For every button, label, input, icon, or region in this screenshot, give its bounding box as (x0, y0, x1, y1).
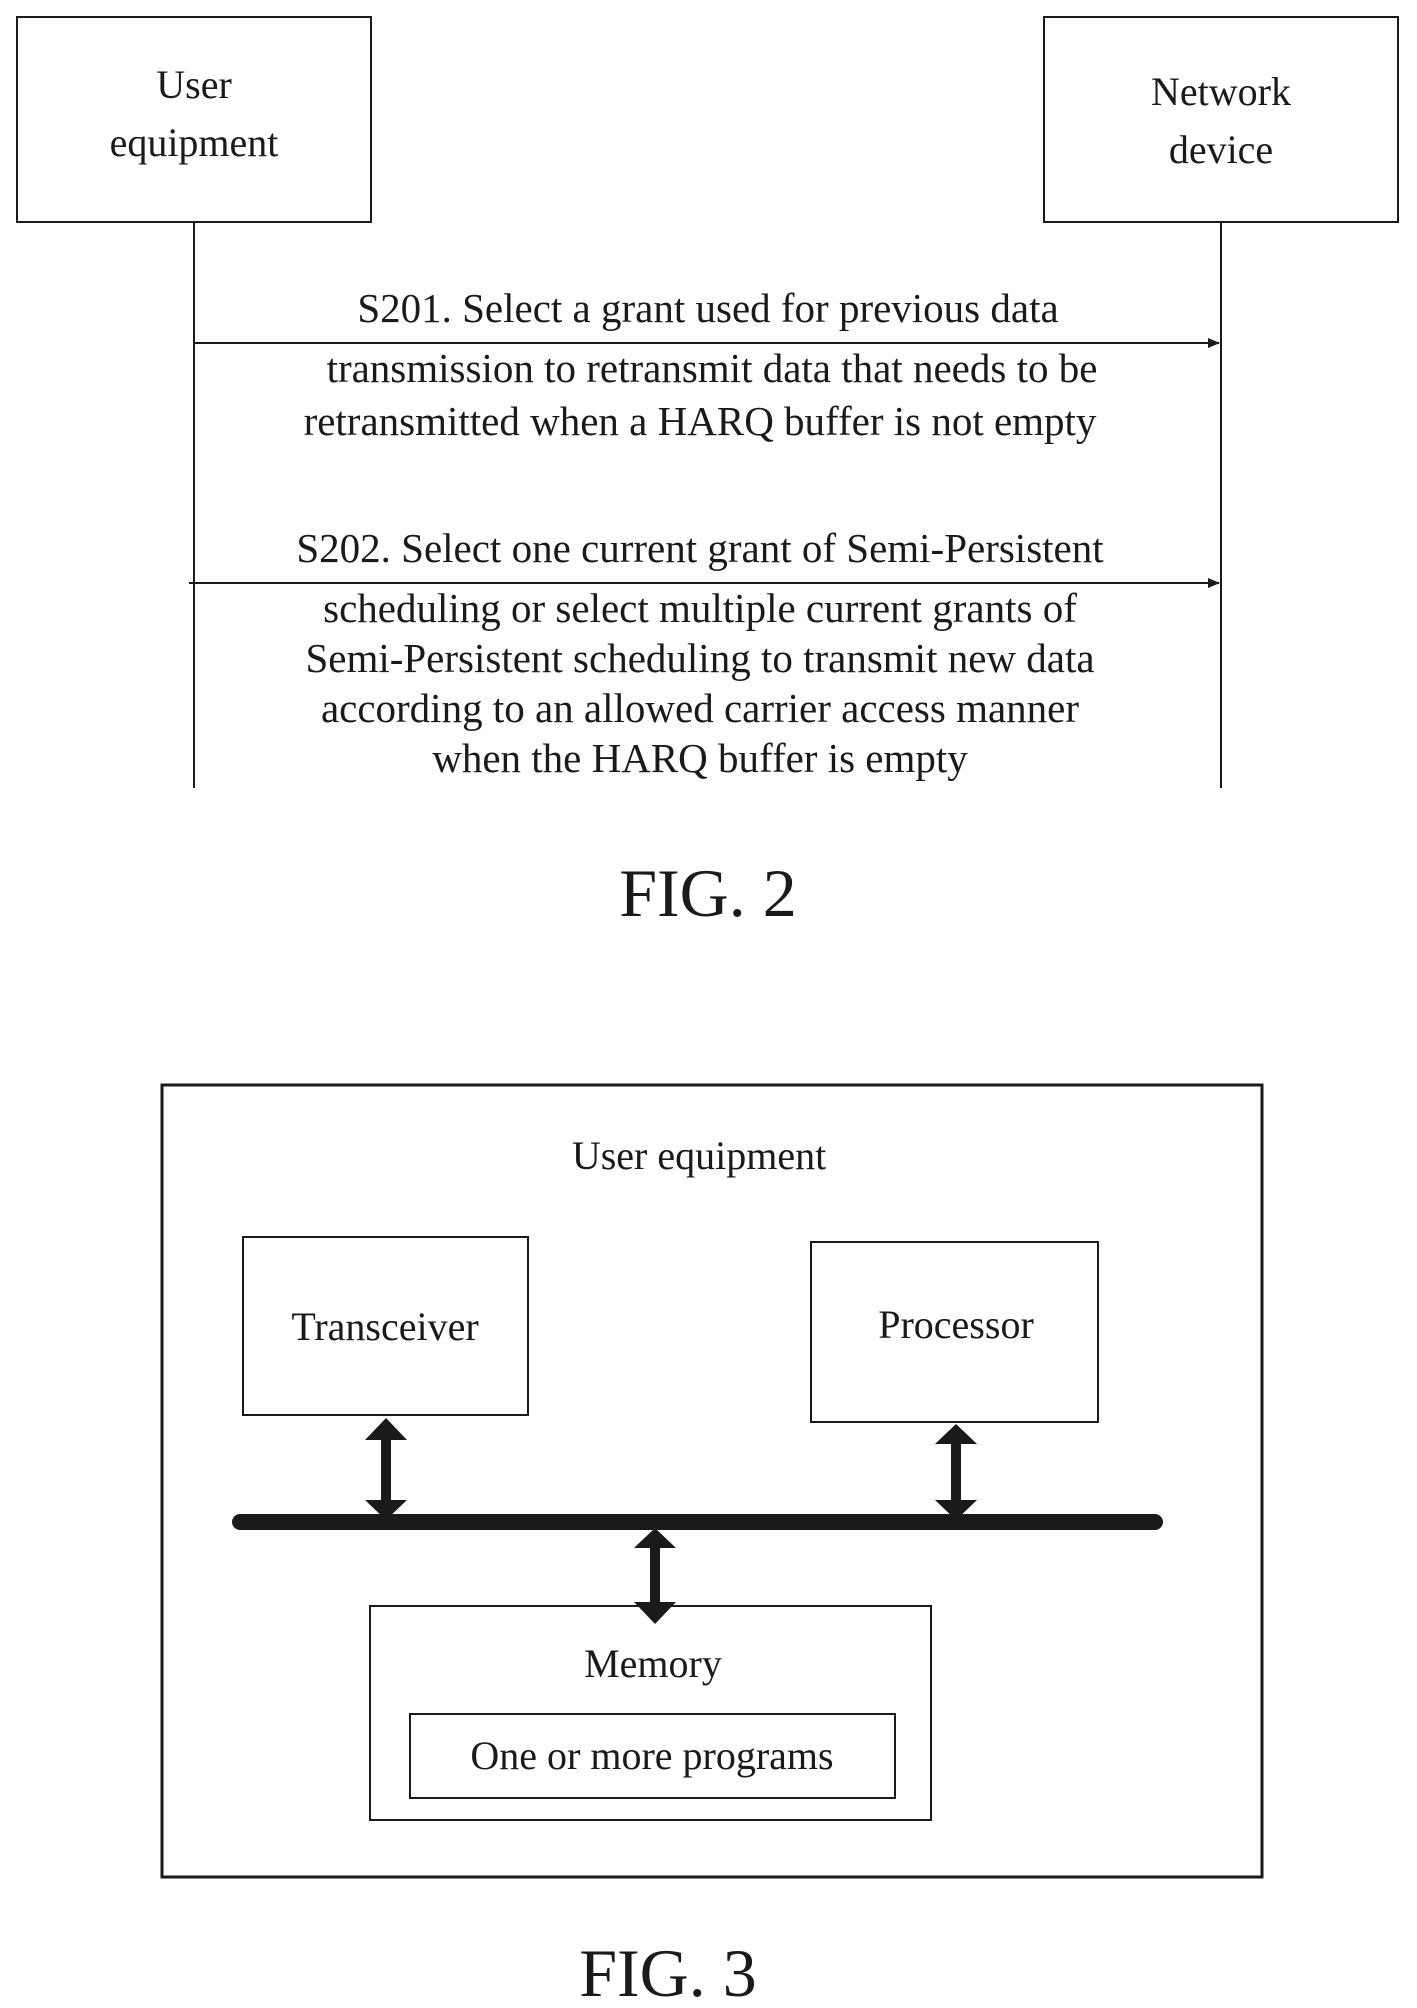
programs-label: One or more programs (470, 1733, 833, 1778)
network-device-label-line1: Network (1151, 69, 1291, 114)
transceiver-bus-double-arrow (365, 1418, 407, 1520)
fig2-caption: FIG. 2 (619, 855, 797, 931)
s202-text-line5: when the HARQ buffer is empty (432, 735, 968, 781)
memory-label: Memory (584, 1641, 722, 1686)
processor-bus-double-arrow (935, 1424, 977, 1520)
user-equipment-container-label: User equipment (572, 1133, 826, 1178)
s201-text-line1: S201. Select a grant used for previous d… (357, 285, 1058, 331)
bus-memory-double-arrow (634, 1528, 676, 1624)
user-equipment-label-line2: equipment (110, 120, 279, 165)
fig3-caption: FIG. 3 (579, 1935, 757, 2008)
s202-text-line3: Semi-Persistent scheduling to transmit n… (305, 635, 1094, 681)
fig3-block-diagram: User equipment Transceiver Processor (162, 1085, 1262, 2008)
transceiver-label: Transceiver (291, 1304, 478, 1349)
s201-text-line3: retransmitted when a HARQ buffer is not … (304, 398, 1097, 444)
user-equipment-label-line1: User (156, 62, 232, 107)
s201-text-line2: transmission to retransmit data that nee… (327, 345, 1098, 391)
network-device-box (1044, 17, 1398, 222)
s202-text-line2: scheduling or select multiple current gr… (323, 585, 1077, 631)
s202-text-line1: S202. Select one current grant of Semi-P… (296, 525, 1104, 571)
fig2-sequence-diagram: User equipment Network device S201. Sele… (17, 17, 1398, 931)
s202-text-line4: according to an allowed carrier access m… (321, 685, 1079, 731)
processor-label: Processor (878, 1302, 1034, 1347)
network-device-label-line2: device (1169, 127, 1273, 172)
